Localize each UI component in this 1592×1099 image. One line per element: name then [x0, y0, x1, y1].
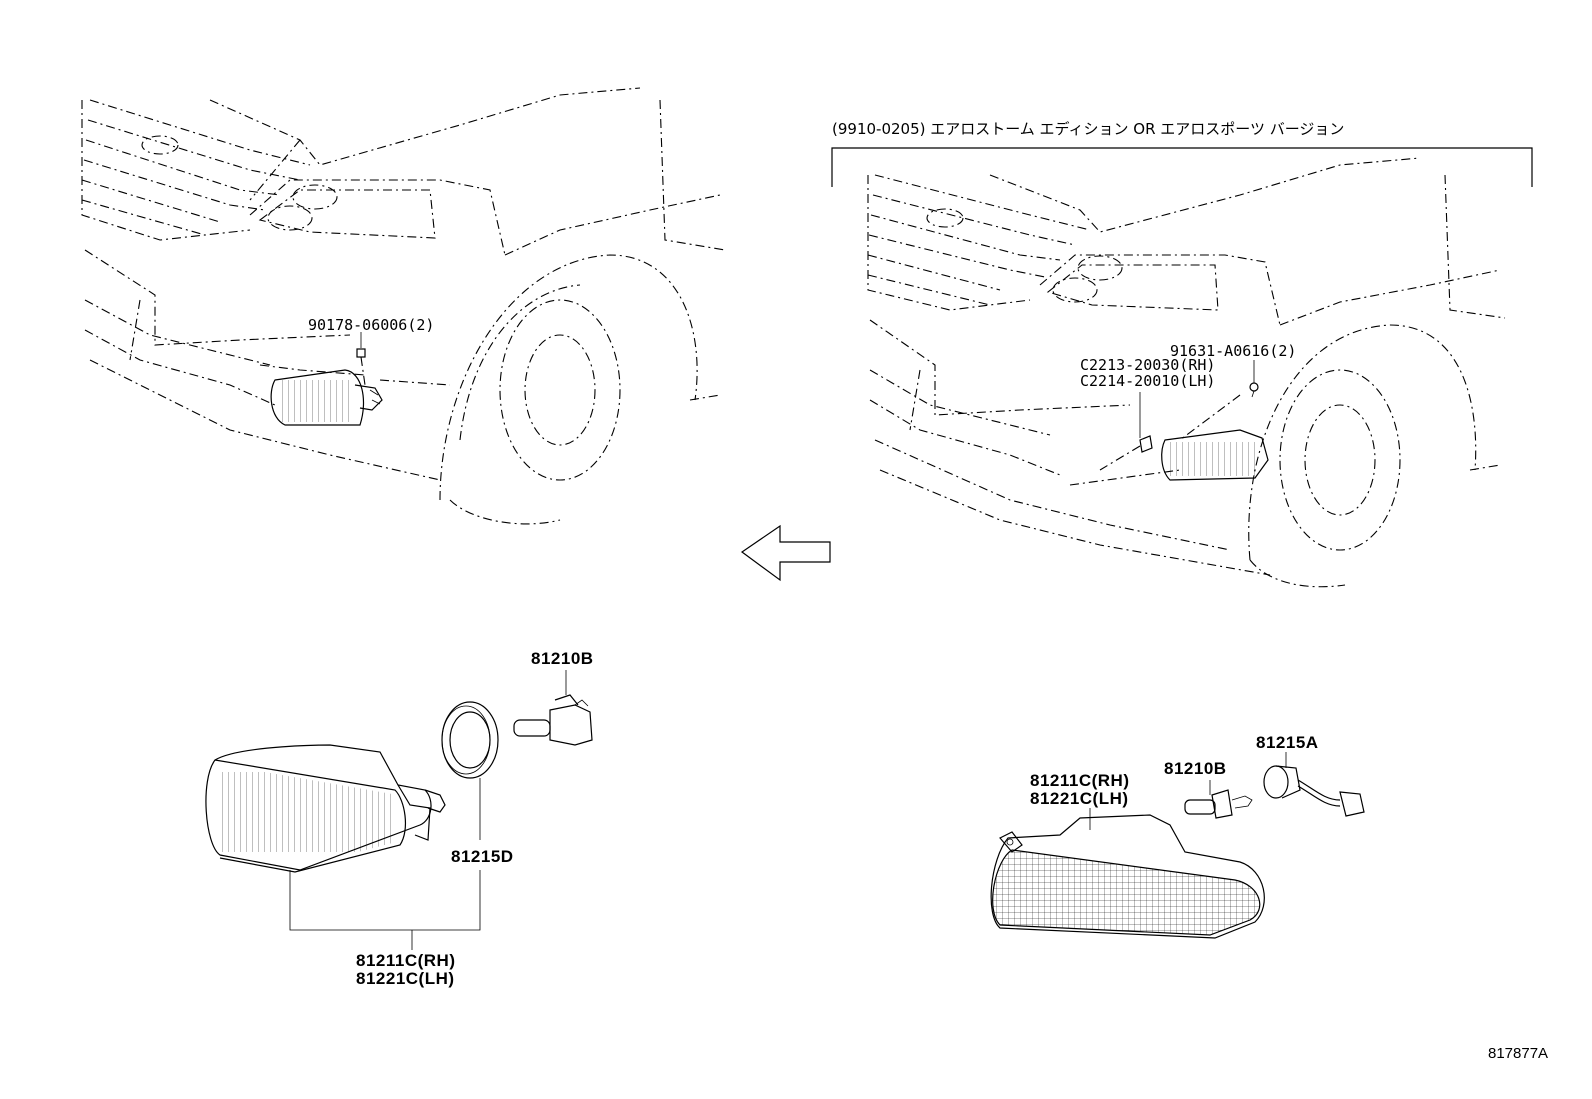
headlamp	[249, 179, 506, 256]
left-lamp-rh-label: 81211C(RH)	[356, 951, 456, 970]
bulb-81210b-left	[513, 694, 593, 746]
wheel	[439, 254, 721, 525]
left-installed-fog-lamp	[270, 369, 383, 426]
left-gasket-label: 81215D	[451, 847, 514, 866]
right-lamp-rh-label: 81211C(RH)	[1030, 771, 1130, 790]
bracket-callout-rh: C2213-20030(RH)	[1080, 356, 1215, 374]
gasket-ring	[441, 701, 499, 779]
grille	[81, 99, 311, 241]
diagram-reference: 817877A	[1488, 1045, 1548, 1062]
right-lamp-lh-label: 81221C(LH)	[1030, 789, 1129, 808]
left-lamp-lh-label: 81221C(LH)	[356, 969, 455, 988]
bracket-callout-lh: C2214-20010(LH)	[1080, 372, 1215, 390]
screw-callout: 91631-A0616(2)	[1170, 342, 1296, 360]
right-installed-fog-lamp	[1099, 429, 1269, 481]
fog-lamp-right	[990, 814, 1265, 939]
bulb-81210b-right	[1184, 789, 1253, 819]
bolt-90178	[356, 332, 366, 386]
bolt-callout: 90178-06006(2)	[308, 316, 434, 334]
screw-91631	[1179, 360, 1259, 441]
right-car-view	[867, 157, 1506, 588]
variant-note: (9910-0205) エアロストーム エディション OR エアロスポーツ バー…	[832, 120, 1344, 138]
left-exploded-view	[205, 670, 593, 950]
right-bracket	[831, 147, 1533, 187]
wheel-right	[1248, 324, 1501, 588]
fog-lamp-left	[205, 744, 446, 873]
right-socket-label: 81215A	[1256, 733, 1319, 752]
socket-81215a	[1263, 765, 1365, 817]
headlamp-right	[1039, 254, 1281, 326]
left-car-view	[81, 87, 726, 525]
right-bulb-label: 81210B	[1164, 759, 1227, 778]
grille-right	[867, 174, 1091, 311]
arrow-left-icon	[740, 524, 831, 582]
left-bulb-label: 81210B	[531, 649, 594, 668]
